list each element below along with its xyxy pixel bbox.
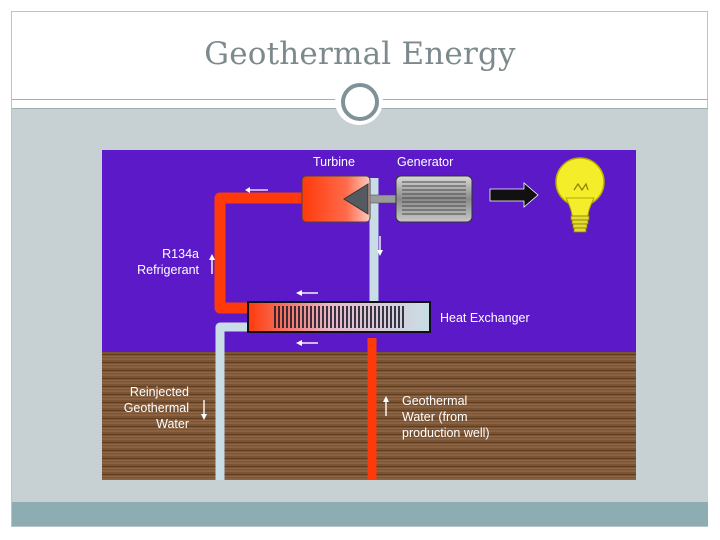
ring-icon [341, 83, 379, 121]
refrigerant-pipe-hot [214, 192, 302, 314]
heat-exchanger-outline [247, 301, 431, 333]
heat-exchanger-label: Heat Exchanger [440, 311, 530, 325]
reinjected-label-1: Reinjected [130, 385, 189, 399]
flow-arrows [201, 187, 389, 420]
heat-exchanger-fins [272, 306, 406, 328]
slide-footer-bar [12, 502, 708, 526]
geothermal-diagram: Turbine Generator R134a Refrigerant Heat… [102, 150, 636, 480]
reinjection-pipe [215, 322, 252, 480]
geothermal-label-1: Geothermal [402, 394, 467, 408]
power-arrow-icon [489, 182, 539, 208]
slide-title: Geothermal Energy [204, 36, 516, 72]
light-bulb-icon [555, 157, 605, 233]
geothermal-label-2: Water (from [402, 410, 468, 424]
refrigerant-label-2: Refrigerant [137, 263, 199, 277]
refrigerant-label-1: R134a [162, 247, 199, 261]
reinjected-label-3: Water [156, 417, 189, 431]
generator-vents [402, 181, 466, 215]
generator-body [395, 175, 473, 223]
turbine-rotor-icon [343, 183, 369, 215]
turbine-label: Turbine [313, 155, 355, 169]
reinjected-label-2: Geothermal [124, 401, 189, 415]
geothermal-label-3: production well) [402, 426, 490, 440]
turbine-shaft [369, 194, 399, 204]
generator-label: Generator [397, 155, 453, 169]
